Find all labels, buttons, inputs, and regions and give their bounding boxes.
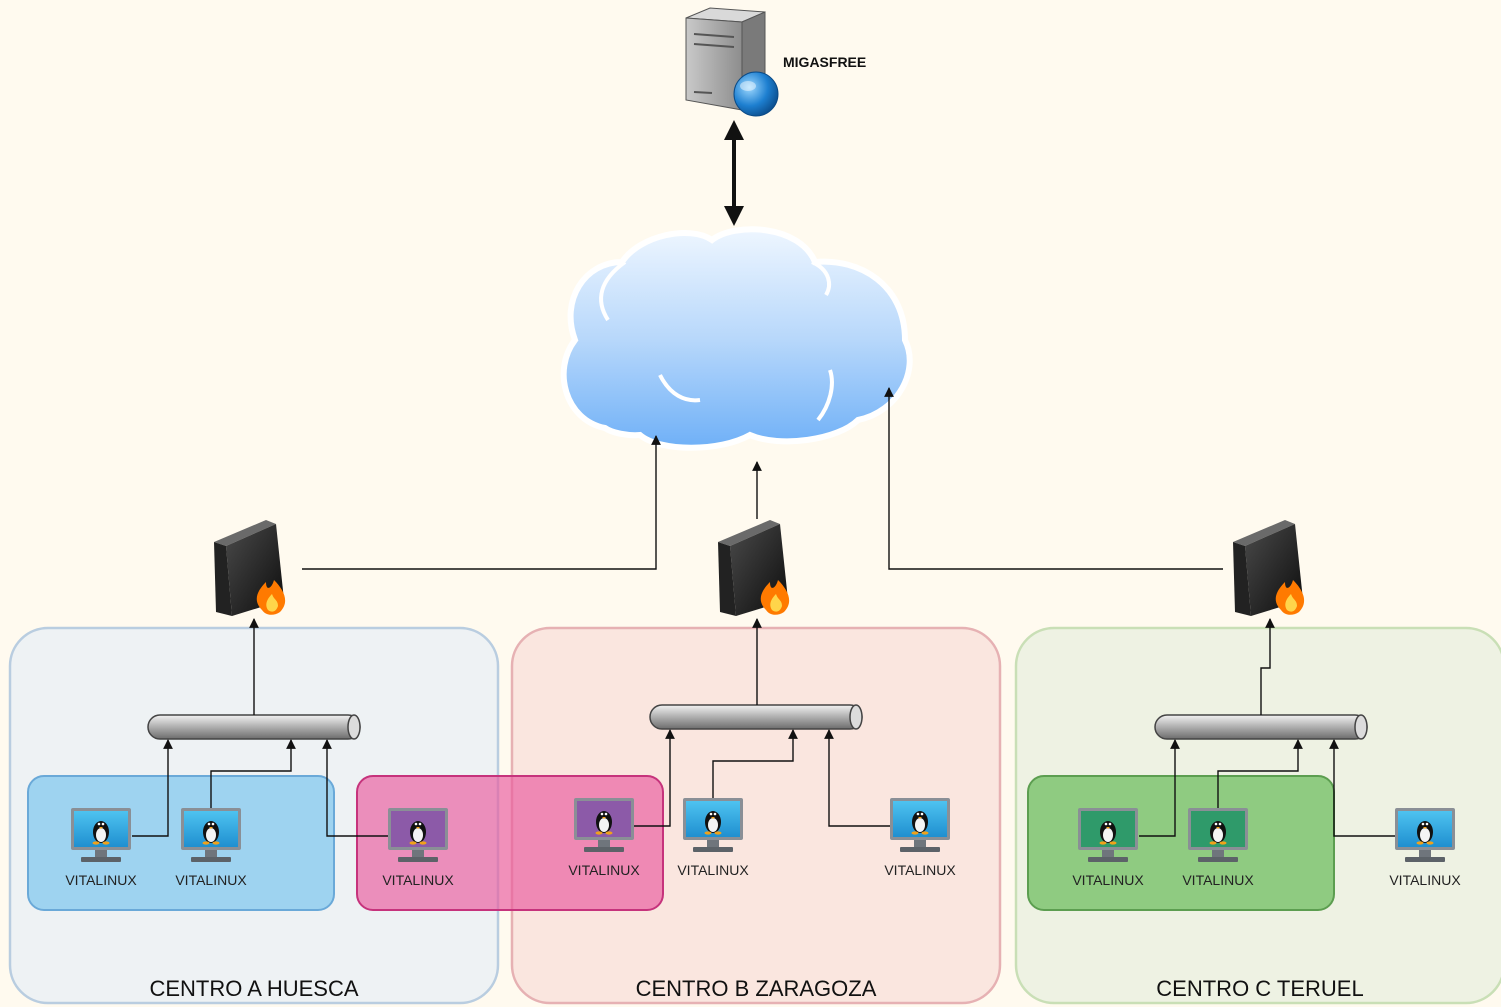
globe-icon [733,71,779,117]
linux-penguin-icon [1416,821,1434,845]
monitor-base [1088,857,1128,862]
center-c-title: CENTRO C TERUEL [1156,976,1363,1001]
linux-penguin-icon [409,821,427,845]
linux-penguin-icon [911,811,929,835]
computer-label: VITALINUX [382,872,454,888]
computer-label: VITALINUX [1072,872,1144,888]
computer-vitalinux: VITALINUX [1072,808,1144,888]
connector-pc1-bus-a [132,739,173,837]
monitor-neck [1419,850,1431,857]
connector-pc2-bus-a [210,739,296,808]
connector-pc5-bus-b [712,729,798,798]
linux-penguin-icon [92,821,110,845]
monitor-base [1198,857,1238,862]
computer-vitalinux: VITALINUX [1389,808,1461,888]
firewall-icon-b [718,520,790,616]
computer-label: VITALINUX [568,862,640,878]
connector-fw-a-cloud [302,435,661,570]
computer-label: VITALINUX [1389,872,1461,888]
firewall-icon-c [1233,520,1305,616]
monitor-base [584,847,624,852]
connector-bus-c-fw [1260,618,1275,715]
server-icon [685,7,766,111]
monitor-base [191,857,231,862]
computer-label: VITALINUX [65,872,137,888]
monitor-neck [1212,850,1224,857]
computer-vitalinux: VITALINUX [884,798,956,878]
switch-bus-b [649,704,863,730]
computer-vitalinux: VITALINUX [1182,808,1254,888]
computer-vitalinux: VITALINUX [175,808,247,888]
linux-penguin-icon [595,811,613,835]
monitor-neck [598,840,610,847]
computer-label: VITALINUX [884,862,956,878]
computer-label: VITALINUX [1182,872,1254,888]
center-b-title: CENTRO B ZARAGOZA [636,976,877,1001]
switch-bus-c [1154,714,1368,740]
firewall-icon-a [214,520,286,616]
computer-vitalinux: VITALINUX [382,808,454,888]
connector-fw-c-cloud [884,387,1223,570]
connector-pc8-bus-c [1217,739,1303,808]
monitor-neck [95,850,107,857]
monitor-base [398,857,438,862]
monitor-base [81,857,121,862]
connector-pc4-bus-b [634,729,675,827]
linux-penguin-icon [704,811,722,835]
monitor-neck [1102,850,1114,857]
computers-layer: VITALINUX VITALINUX VITALINUX VITALINUX VITA… [65,798,1461,888]
center-a-title: CENTRO A HUESCA [149,976,358,1001]
connector-pc3-bus-a [322,739,388,837]
linux-penguin-icon [202,821,220,845]
cloud-icon [560,226,913,451]
linux-penguin-icon [1209,821,1227,845]
monitor-neck [914,840,926,847]
group-green [1027,775,1335,911]
connector-pc6-bus-b [824,729,890,827]
monitor-neck [205,850,217,857]
switch-bus-a [147,714,361,740]
computer-vitalinux: VITALINUX [568,798,640,878]
monitor-base [693,847,733,852]
computer-vitalinux: VITALINUX [65,808,137,888]
monitor-base [1405,857,1445,862]
monitor-neck [412,850,424,857]
server-label: MIGASFREE [783,54,866,70]
computer-label: VITALINUX [175,872,247,888]
connector-pc9-bus-c [1329,739,1395,837]
connector-pc7-bus-c [1139,739,1180,837]
monitor-neck [707,840,719,847]
computer-vitalinux: VITALINUX [677,798,749,878]
computer-label: VITALINUX [677,862,749,878]
linux-penguin-icon [1099,821,1117,845]
monitor-base [900,847,940,852]
